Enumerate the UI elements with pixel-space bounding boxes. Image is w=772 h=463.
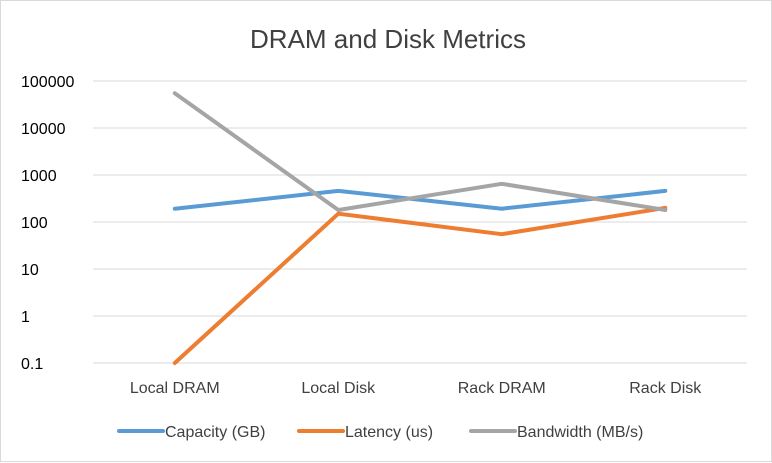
y-tick-label: 100000 — [21, 74, 74, 91]
x-axis-category-labels: Local DRAM Local Disk Rack DRAM Rack Disk — [130, 380, 702, 397]
y-axis-tick-labels: 0.1 1 10 100 1000 10000 100000 — [21, 74, 74, 373]
x-category-label: Rack DRAM — [458, 380, 546, 397]
series-lines — [172, 91, 668, 365]
y-tick-label: 1 — [21, 309, 30, 326]
series-line-latency-us — [172, 205, 668, 365]
series-line-bandwidth-mb-s — [172, 91, 668, 212]
y-tick-label: 100 — [21, 215, 48, 232]
legend: Capacity (GB) Latency (us) Bandwidth (MB/s… — [117, 424, 643, 441]
legend-label: Latency (us) — [345, 424, 433, 441]
y-tick-label: 0.1 — [21, 356, 43, 373]
x-category-label: Local Disk — [301, 380, 376, 397]
chart-title: DRAM and Disk Metrics — [250, 24, 526, 54]
y-tick-label: 10000 — [21, 121, 66, 138]
y-tick-label: 10 — [21, 262, 39, 279]
series-line-capacity-gb — [172, 188, 668, 211]
x-category-label: Rack Disk — [629, 380, 702, 397]
gridlines — [93, 80, 747, 364]
x-category-label: Local DRAM — [130, 380, 220, 397]
legend-label: Bandwidth (MB/s) — [517, 424, 643, 441]
legend-label: Capacity (GB) — [165, 424, 265, 441]
y-tick-label: 1000 — [21, 168, 57, 185]
